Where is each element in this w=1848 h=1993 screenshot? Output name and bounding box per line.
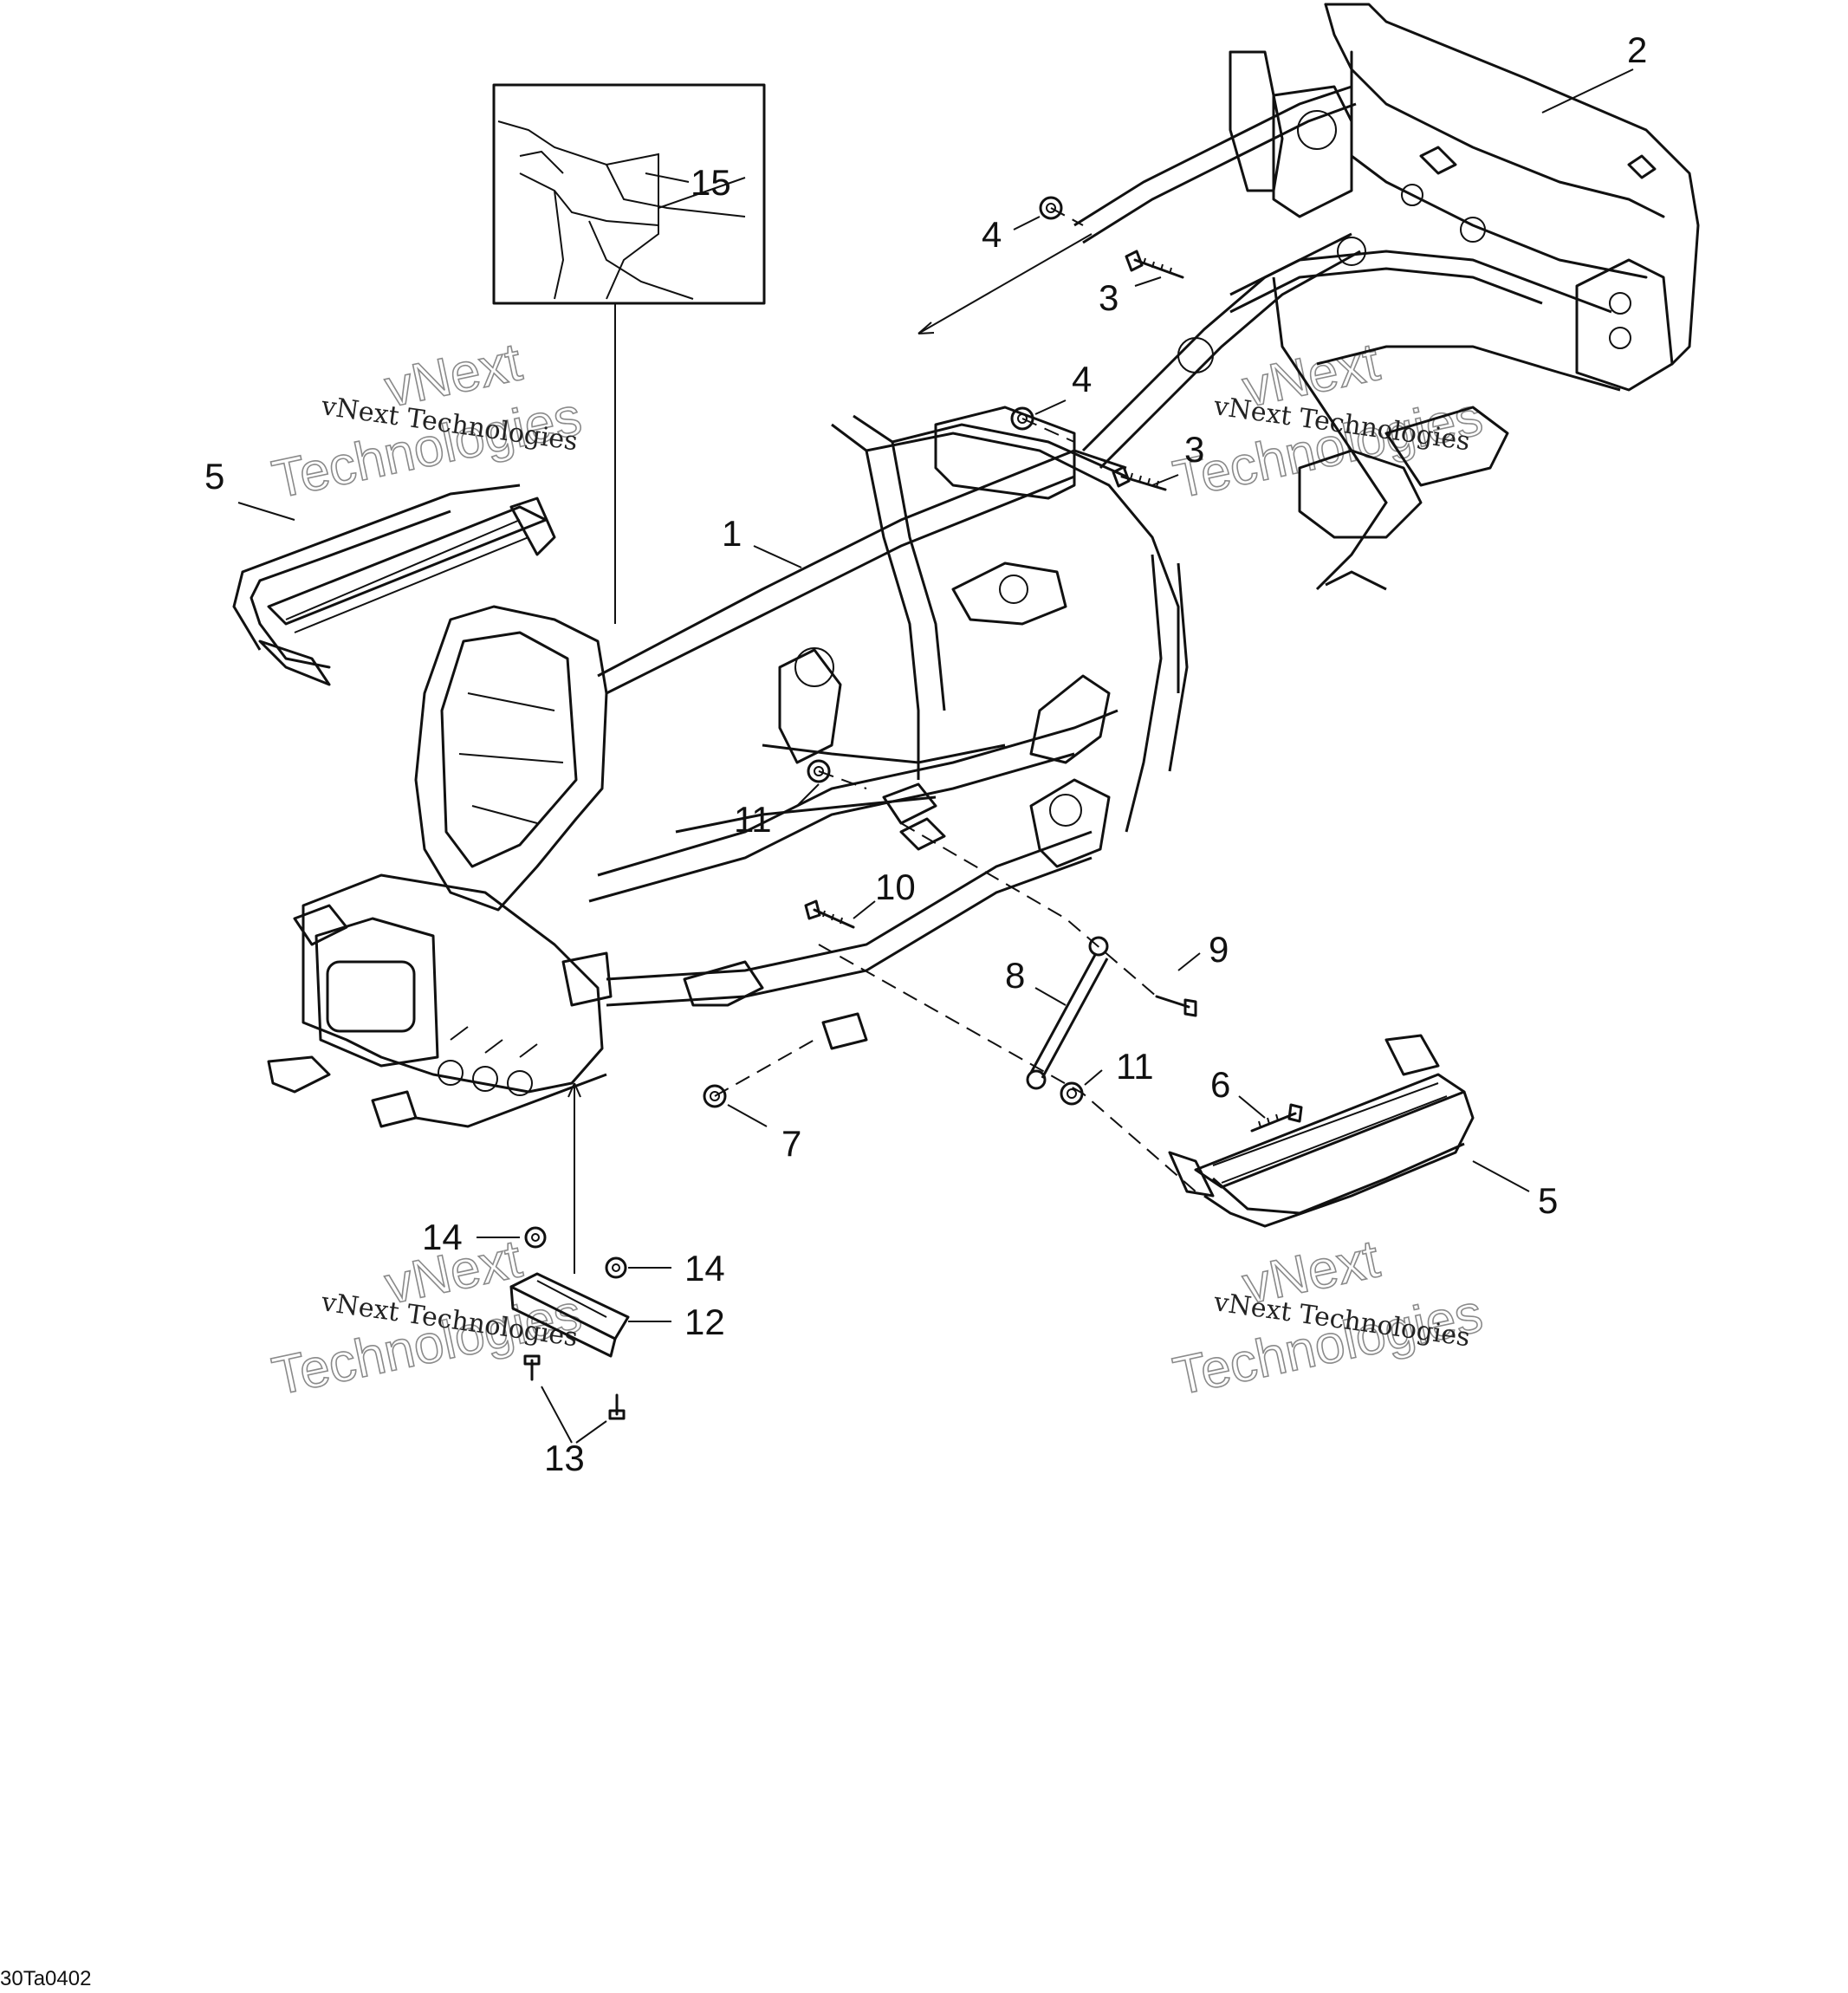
callout-7: 7 (781, 1123, 801, 1164)
nut-11-lower (1060, 1081, 1084, 1106)
callout-14-left: 14 (422, 1217, 463, 1257)
callout-5-right: 5 (1538, 1180, 1558, 1221)
bolt-10 (804, 899, 855, 929)
watermark-bottom-right: vNext Technologies vNext Technologies (1168, 1228, 1488, 1407)
callout-labels: 1 2 3 3 4 4 5 5 6 7 8 9 10 11 11 12 13 1… (204, 29, 1647, 1478)
detail-inset (492, 83, 766, 624)
bolt-9 (1155, 995, 1197, 1017)
bolt-3-lower (1112, 465, 1167, 491)
bolt-3-upper (1125, 250, 1184, 279)
callout-15: 15 (691, 162, 731, 203)
callout-13: 13 (544, 1438, 585, 1478)
footrest-left (232, 484, 556, 686)
watermark-top-right: vNext Technologies vNext Technologies (1168, 331, 1488, 510)
reference-code: 30Ta0402 (0, 1967, 91, 1990)
nut-4-lower (1010, 406, 1034, 431)
callout-14-right: 14 (684, 1248, 725, 1289)
callout-12: 12 (684, 1302, 725, 1342)
stabilizer-rod (1026, 936, 1109, 1090)
nut-4-upper (1039, 196, 1063, 220)
callout-11-lower: 11 (1116, 1046, 1154, 1087)
bolt-13-left (523, 1354, 541, 1381)
bolt-6 (1250, 1103, 1303, 1133)
callout-9: 9 (1209, 929, 1229, 970)
nut-14-left (524, 1226, 547, 1249)
callout-6: 6 (1210, 1064, 1230, 1105)
nut-14-right (605, 1256, 627, 1279)
skid-bracket (509, 1272, 630, 1358)
callout-3-upper: 3 (1099, 277, 1119, 318)
nut-11-upper (807, 759, 831, 783)
callout-4-upper: 4 (982, 214, 1002, 255)
rear-subframe (1073, 3, 1700, 591)
leader-lines (237, 68, 1634, 1444)
watermark-top-left: vNext Technologies vNext Technologies (267, 331, 587, 510)
callout-1: 1 (722, 513, 742, 554)
callout-11-upper: 11 (734, 799, 772, 840)
footrest-right (1168, 1034, 1475, 1228)
callout-4-lower: 4 (1072, 359, 1092, 399)
callout-3-lower: 3 (1184, 429, 1204, 470)
bolt-13-right (608, 1393, 626, 1420)
callout-10: 10 (875, 867, 916, 907)
callout-8: 8 (1005, 955, 1025, 996)
assembly-lines (567, 207, 1196, 1274)
main-frame (267, 406, 1189, 1128)
nut-7 (703, 1084, 727, 1108)
callout-2: 2 (1627, 29, 1647, 70)
callout-5-left: 5 (204, 456, 224, 497)
